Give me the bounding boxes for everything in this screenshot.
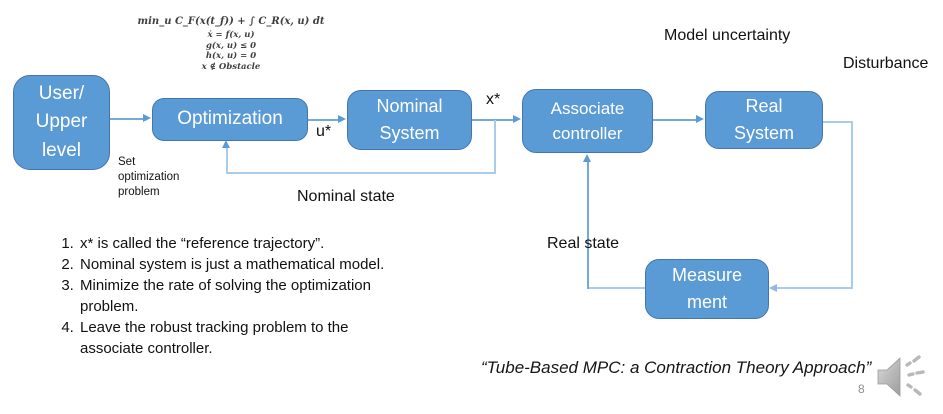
arrowhead-right-icon [338, 115, 346, 123]
block-nominal-system: Nominal System [347, 90, 472, 150]
note-item: Leave the robust tracking problem to the… [78, 317, 392, 359]
connector-nominal-feedback-rise [226, 147, 228, 174]
note-item: Nominal system is just a mathematical mo… [78, 254, 392, 275]
optimization-formula: min_u C_F(x(t_f)) + ∫ C_R(x, u) dt ẋ = f… [124, 14, 338, 72]
label-real-state: Real state [547, 235, 620, 252]
arrowhead-left-icon [769, 284, 777, 292]
connector-real-drop [851, 121, 853, 289]
note-item: x* is called the “reference trajectory”. [78, 233, 392, 254]
arrowhead-right-icon [696, 115, 704, 123]
connector-measurement-out [588, 287, 645, 289]
formula-inequality-line: g(x, u) ≤ 0 [205, 40, 257, 51]
block-associate-controller: Associate controller [522, 89, 653, 153]
label-disturbance: Disturbance [843, 55, 929, 72]
notes-list: x* is called the “reference trajectory”.… [40, 233, 392, 359]
connector-real-state-rise [587, 161, 589, 289]
citation-quote: “Tube-Based MPC: a Contraction Theory Ap… [481, 358, 872, 377]
note-item: Minimize the rate of solving the optimiz… [78, 275, 392, 317]
arrowhead-right-icon [143, 114, 151, 122]
formula-cost-line: min_u C_F(x(t_f)) + ∫ C_R(x, u) dt [137, 16, 325, 27]
label-u-star: u* [316, 123, 332, 140]
connector-to-measurement [777, 287, 853, 289]
connector-nominal-to-associate [472, 119, 514, 121]
connector-optimization-to-nominal [308, 119, 339, 121]
label-x-star: x* [486, 91, 501, 108]
block-real-system: Real System [705, 91, 823, 149]
connector-user-to-optimization [110, 118, 144, 120]
block-user-upper-level: User/ Upper level [13, 75, 110, 170]
connector-nominal-feedback-horizontal [227, 172, 496, 174]
label-model-uncertainty: Model uncertainty [664, 27, 791, 44]
block-measurement: Measure ment [645, 259, 769, 319]
formula-dynamics-line: ẋ = f(x, u) [207, 30, 255, 40]
formula-equality-line: h(x, u) = 0 [205, 51, 257, 61]
connector-associate-to-real [653, 119, 697, 121]
arrowhead-up-icon [222, 140, 230, 148]
page-number: 8 [858, 382, 865, 396]
audio-speaker-icon[interactable] [876, 354, 928, 402]
arrowhead-right-icon [513, 115, 521, 123]
formula-obstacle-line: x ∉ Obstacle [201, 61, 261, 72]
connector-nominal-feedback-drop [494, 120, 496, 174]
label-set-optimization-problem: Set optimization problem [118, 156, 180, 198]
connector-real-output [823, 121, 853, 123]
arrowhead-up-icon [583, 154, 591, 162]
block-optimization: Optimization [152, 98, 308, 141]
label-nominal-state: Nominal state [297, 188, 395, 205]
